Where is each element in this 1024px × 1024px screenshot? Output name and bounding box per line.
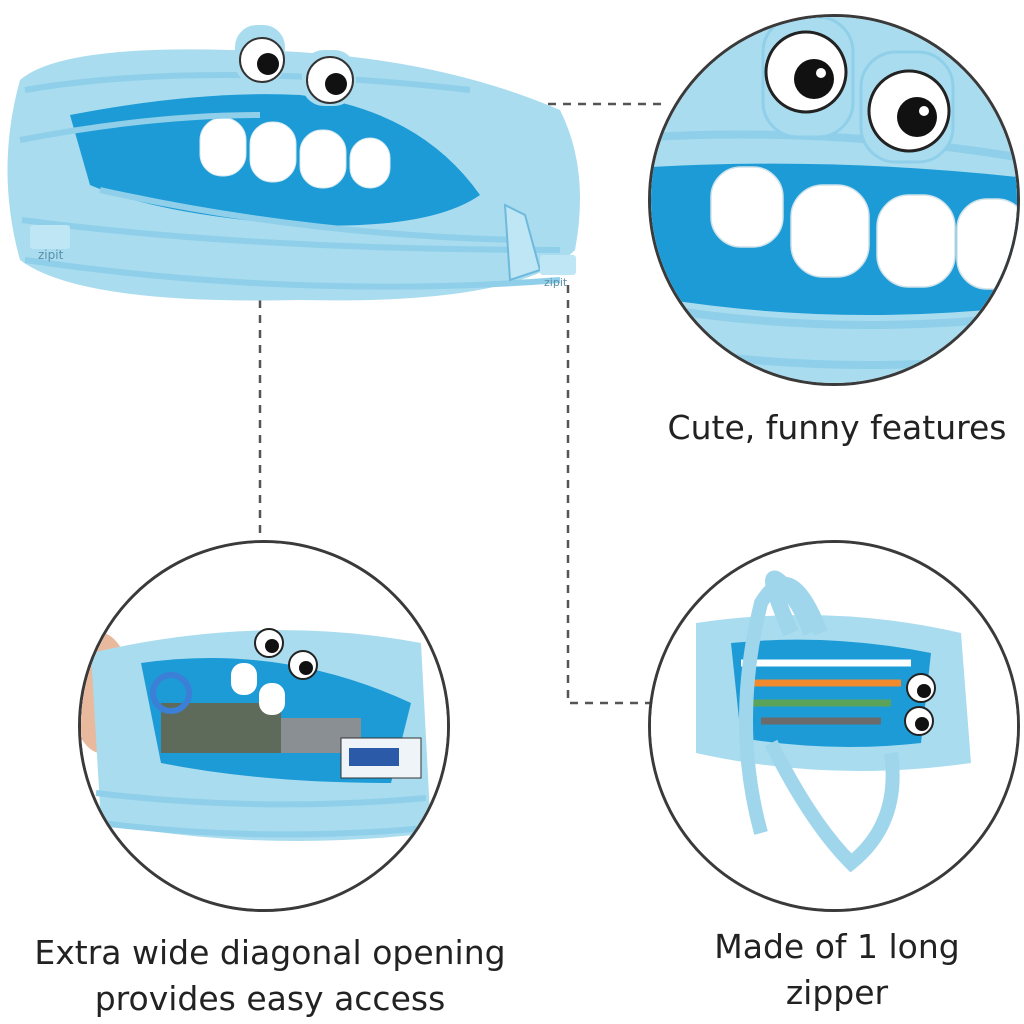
zipper-closeup-circle	[648, 540, 1020, 912]
caption-opening: Extra wide diagonal opening provides eas…	[20, 930, 520, 1022]
caption-opening-line1: Extra wide diagonal opening	[34, 933, 506, 972]
connector-zipper	[566, 285, 662, 705]
caption-opening-line2: provides easy access	[94, 979, 446, 1018]
brand-label-left: zipit	[38, 248, 64, 262]
features-closeup-circle	[648, 14, 1020, 386]
caption-features: Cute, funny features	[667, 408, 1007, 447]
opening-closeup-circle	[78, 540, 450, 912]
caption-zipper: Made of 1 long zipper	[714, 927, 960, 1012]
brand-label-right: zipit	[544, 276, 568, 289]
main-pouch-image: zipit zipit	[0, 20, 590, 310]
